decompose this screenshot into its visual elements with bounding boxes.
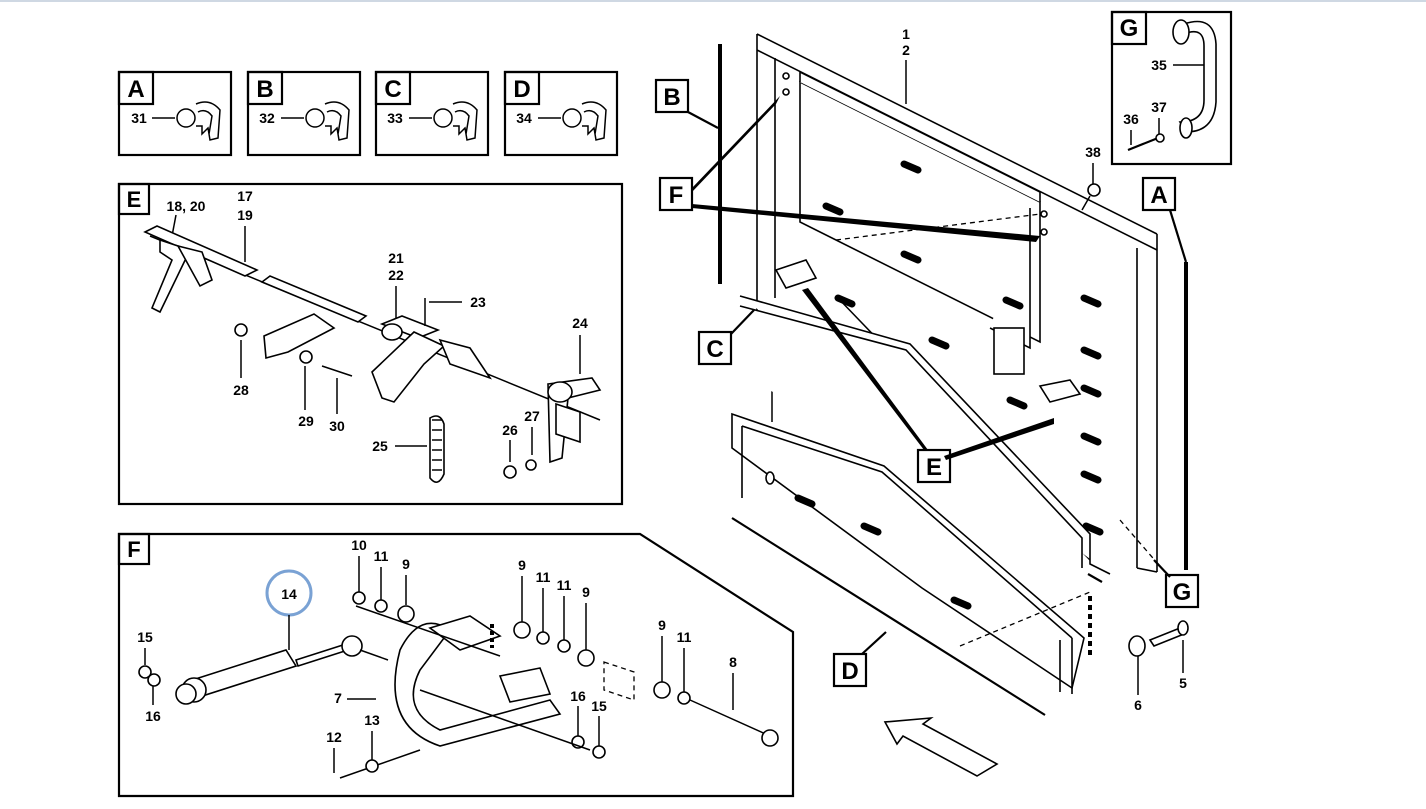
panel-f-label: 9 [402, 556, 410, 572]
panel-f-label: 8 [729, 654, 737, 670]
panel-g-label: 35 [1151, 57, 1167, 73]
detail-box-b-part: 32 [259, 110, 275, 126]
callout-g-letter: G [1173, 579, 1192, 606]
callout-d-letter: D [841, 658, 858, 685]
panel-f-label: 16 [570, 688, 586, 704]
detail-box-d-letter: D [513, 76, 530, 103]
callout-c-letter: C [706, 336, 723, 363]
panel-e-label: 28 [233, 382, 249, 398]
main-label-5: 5 [1179, 675, 1187, 691]
panel-g-label: 37 [1151, 99, 1167, 115]
panel-e-label: 17 [237, 188, 253, 204]
bolt-5-washer-6 [1128, 620, 1189, 657]
detail-box-c-letter: C [384, 76, 401, 103]
detail-box-a-part: 31 [131, 110, 147, 126]
callout-d: D [832, 631, 887, 688]
panel-f-label: 11 [374, 548, 389, 564]
callout-e: E [802, 288, 1054, 484]
panel-f-label: 9 [582, 584, 590, 600]
callout-g: G [1153, 559, 1200, 609]
detail-box-a-letter: A [127, 76, 144, 103]
panel-f-label: 9 [658, 617, 666, 633]
main-assembly: 1 2 3 4 38 6 5 [718, 26, 1189, 777]
callout-a-letter: A [1150, 182, 1167, 209]
callout-c: C [697, 309, 755, 366]
panel-f-label: 11 [557, 577, 572, 593]
detail-box-b: B 32 [246, 70, 362, 157]
callout-b: B [654, 78, 719, 129]
panel-g-label: 36 [1123, 111, 1139, 127]
panel-f-label: 16 [145, 708, 161, 724]
panel-g: G 35 36 37 [1110, 10, 1233, 166]
callout-a: A [1141, 176, 1188, 263]
main-label-6: 6 [1134, 697, 1142, 713]
main-label-38: 38 [1085, 144, 1101, 160]
panel-f-label: 7 [334, 690, 342, 706]
panel-f-label: 15 [137, 629, 153, 645]
detail-box-c-part: 33 [387, 110, 403, 126]
panel-f-label: 10 [351, 537, 367, 553]
panel-f-label: 12 [326, 729, 342, 745]
detail-box-d: D 34 [503, 70, 619, 157]
panel-e-label: 19 [237, 207, 253, 223]
detail-box-d-part: 34 [516, 110, 532, 126]
panel-e-label: 18, 20 [167, 198, 206, 214]
detail-box-c: C 33 [374, 70, 490, 157]
bolt-38 [1081, 183, 1101, 211]
panel-e-label: 26 [502, 422, 518, 438]
panel-e-label: 30 [329, 418, 345, 434]
callout-f: F [658, 96, 1040, 242]
panel-f: F 14 10 11 9 9 11 11 9 15 16 7 12 13 16 … [117, 532, 795, 798]
panel-e-label: 29 [298, 413, 314, 429]
door-frame [739, 33, 1166, 583]
panel-e-label: 24 [572, 315, 588, 331]
panel-e-label: 25 [372, 438, 388, 454]
main-label-1: 1 [902, 26, 910, 42]
panel-f-label: 11 [677, 629, 692, 645]
grab-handle [1127, 19, 1217, 152]
detail-box-a: A 31 [117, 70, 233, 157]
edge-clip-icon [433, 101, 478, 141]
panel-e-label: 27 [524, 408, 540, 424]
edge-clip-icon [176, 101, 221, 141]
main-label-2: 2 [902, 42, 910, 58]
panel-f-label: 11 [536, 569, 551, 585]
panel-g-letter: G [1120, 15, 1139, 42]
panel-e-label: 23 [470, 294, 486, 310]
callout-f-letter: F [669, 182, 684, 209]
direction-arrow-icon [883, 716, 999, 777]
edge-clip-icon [562, 101, 607, 141]
callout-b-letter: B [663, 84, 680, 111]
panel-f-label: 15 [591, 698, 607, 714]
panel-f-label: 13 [364, 712, 380, 728]
panel-e-label: 22 [388, 267, 404, 283]
panel-e-label: 21 [388, 250, 404, 266]
latch-assembly [143, 225, 602, 483]
gas-strut-assembly [138, 591, 779, 779]
panel-f-label: 9 [518, 557, 526, 573]
panel-f-letter: F [127, 537, 140, 562]
panel-e: E 18, 20 17 19 21 22 23 24 28 29 30 25 2… [117, 182, 624, 506]
lower-rail [731, 412, 1092, 716]
panel-f-highlighted-label: 14 [281, 586, 297, 602]
panel-e-letter: E [127, 187, 142, 212]
detail-box-b-letter: B [256, 76, 273, 103]
callout-e-letter: E [926, 454, 942, 481]
edge-clip-icon [305, 101, 350, 141]
